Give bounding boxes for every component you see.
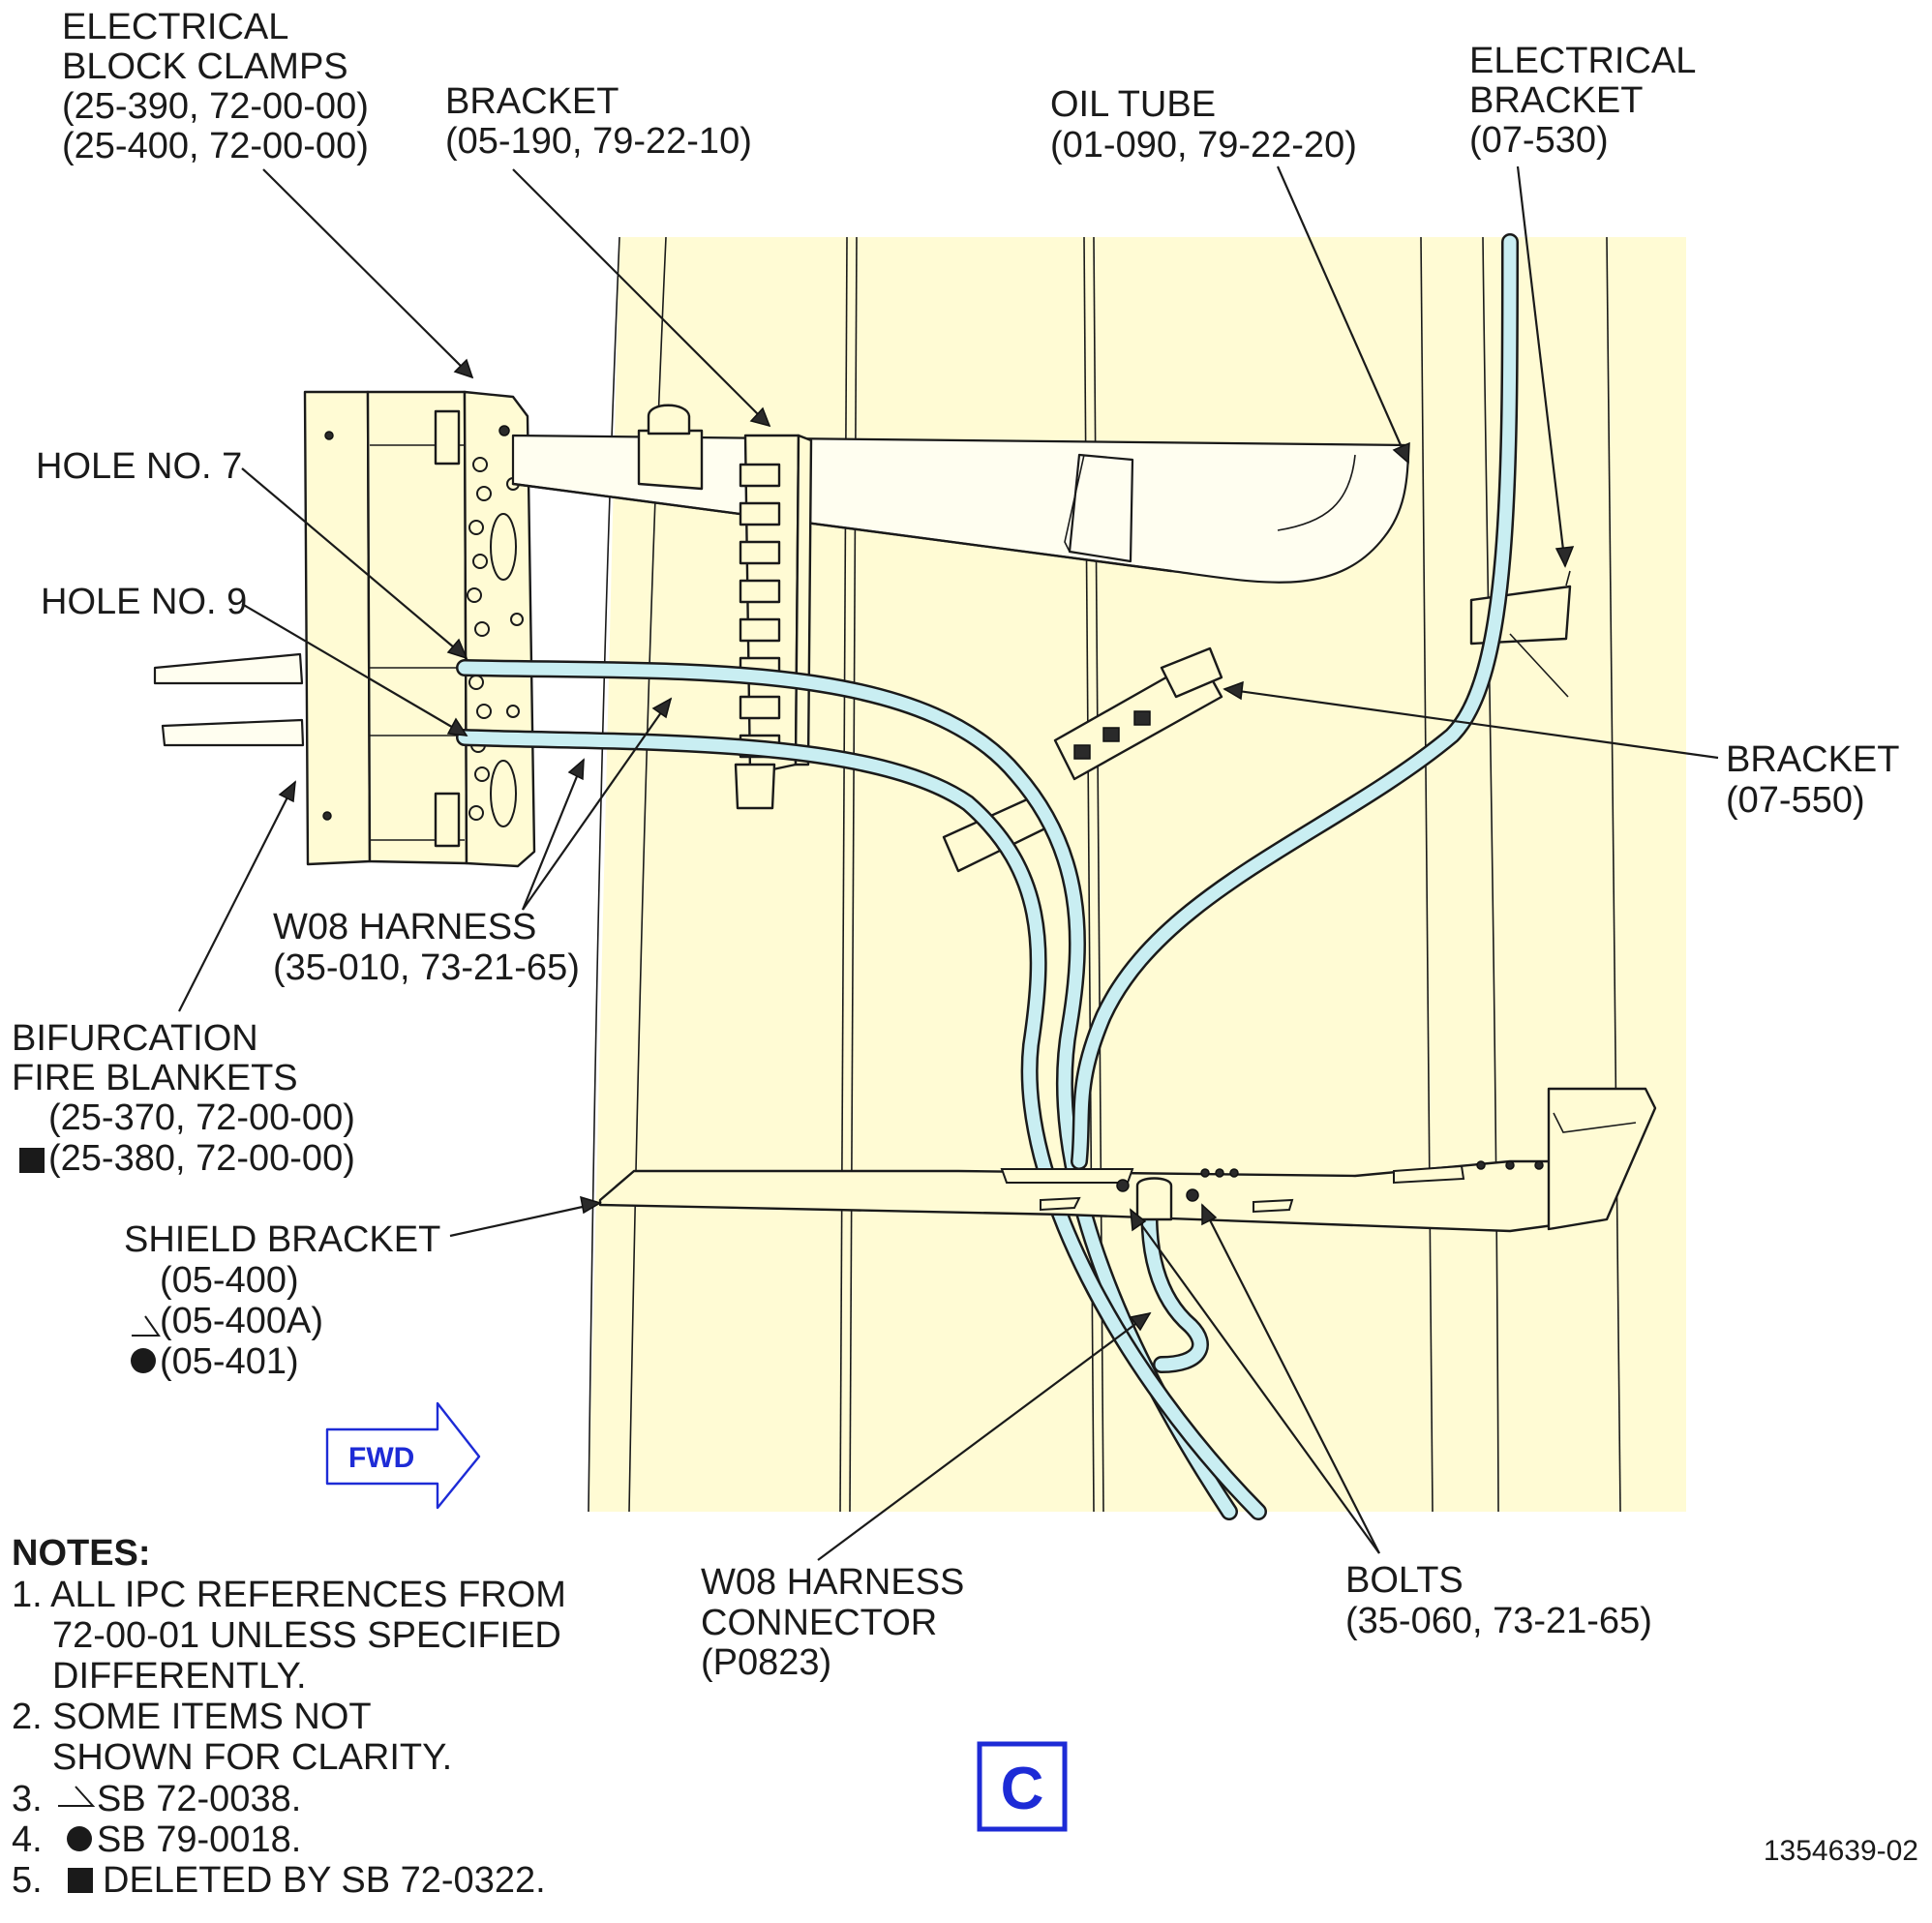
label-line: (01-090, 79-22-20) [1050, 125, 1357, 165]
label-line: BRACKET [445, 81, 619, 122]
arrow-right-icon [325, 1401, 481, 1510]
label-line: (05-190, 79-22-10) [445, 121, 752, 162]
label-line: BIFURCATION [12, 1018, 258, 1059]
triangle-flag-icon [132, 1315, 161, 1337]
callout-hole-no-7: HOLE NO. 7 [36, 446, 242, 487]
callout-bifurcation-fire-blankets: BIFURCATION FIRE BLANKETS (25-370, 72-00… [12, 1018, 355, 1179]
triangle-flag-icon [58, 1786, 96, 1807]
filled-square-icon [19, 1148, 45, 1173]
label-line: ELECTRICAL [1469, 41, 1696, 81]
notes-title: NOTES: [12, 1533, 151, 1574]
label-line: (05-400) [160, 1260, 299, 1301]
label-line: FIRE BLANKETS [12, 1058, 298, 1098]
label-line: (35-060, 73-21-65) [1345, 1601, 1652, 1641]
note-line: SB 79-0018. [97, 1819, 301, 1860]
label-line: ELECTRICAL [62, 7, 288, 47]
label-line: BOLTS [1345, 1560, 1464, 1601]
electrical-block-clamps [303, 390, 536, 868]
label-line: W08 HARNESS [701, 1562, 964, 1603]
label-line: (25-390, 72-00-00) [62, 86, 369, 127]
label-line: (25-370, 72-00-00) [48, 1097, 355, 1138]
forward-arrow: FWD [325, 1401, 481, 1510]
note-line: DELETED BY SB 72-0322. [103, 1860, 546, 1901]
label-line: (25-400, 72-00-00) [62, 126, 369, 166]
callout-shield-bracket: SHIELD BRACKET (05-400) (05-400A) (05-40… [124, 1219, 440, 1382]
label-line: (05-400A) [160, 1301, 323, 1341]
note-line: 1. ALL IPC REFERENCES FROM [12, 1575, 566, 1615]
callout-w08-harness: W08 HARNESS (35-010, 73-21-65) [273, 907, 580, 988]
filled-circle-icon [67, 1826, 92, 1851]
view-letter: C [1001, 1756, 1044, 1822]
label-line: (25-380, 72-00-00) [48, 1138, 355, 1179]
label-line: BRACKET [1726, 739, 1899, 780]
filled-square-icon [68, 1868, 93, 1893]
note-line: DIFFERENTLY. [52, 1656, 307, 1697]
fwd-label: FWD [348, 1442, 414, 1474]
note-line: 5. [12, 1860, 43, 1901]
callout-bracket-07-550: BRACKET (07-550) [1726, 739, 1899, 821]
callout-electrical-block-clamps: ELECTRICAL BLOCK CLAMPS (25-390, 72-00-0… [62, 7, 369, 166]
view-indicator: C [977, 1741, 1068, 1832]
callout-electrical-bracket-07-530: ELECTRICAL BRACKET (07-530) [1469, 41, 1696, 161]
w08-harness [456, 233, 1519, 1520]
callout-bracket-05-190: BRACKET (05-190, 79-22-10) [445, 81, 752, 162]
notes-block: NOTES: 1. ALL IPC REFERENCES FROM 72-00-… [12, 1533, 566, 1901]
label-line: BLOCK CLAMPS [62, 46, 348, 87]
label-line: (P0823) [701, 1642, 831, 1683]
note-line: SB 72-0038. [97, 1779, 301, 1819]
fire-blanket-straps [153, 652, 305, 747]
label-line: (35-010, 73-21-65) [273, 947, 580, 988]
figure-number: 1354639-02 [1764, 1835, 1918, 1867]
label-line: BRACKET [1469, 80, 1643, 121]
label-line: W08 HARNESS [273, 907, 536, 947]
callout-bolts: BOLTS (35-060, 73-21-65) [1345, 1560, 1652, 1641]
label-line: CONNECTOR [701, 1603, 937, 1643]
callout-oil-tube: OIL TUBE (01-090, 79-22-20) [1050, 84, 1357, 165]
oil-tube [511, 404, 1410, 584]
note-line: 2. SOME ITEMS NOT [12, 1697, 372, 1737]
leader-lines [178, 165, 1719, 1561]
callout-hole-no-9: HOLE NO. 9 [41, 582, 247, 622]
note-line: 72-00-01 UNLESS SPECIFIED [52, 1615, 561, 1656]
filled-circle-icon [131, 1348, 156, 1373]
label-line: OIL TUBE [1050, 84, 1216, 125]
note-line: 4. [12, 1819, 43, 1860]
label-line: SHIELD BRACKET [124, 1219, 440, 1260]
shield-bracket [598, 1087, 1657, 1233]
label-line: (05-401) [160, 1341, 299, 1382]
callout-w08-harness-connector: W08 HARNESS CONNECTOR (P0823) [701, 1562, 964, 1683]
note-line: SHOWN FOR CLARITY. [52, 1737, 452, 1778]
note-line: 3. [12, 1779, 43, 1819]
label-line: (07-530) [1469, 120, 1609, 161]
view-box [977, 1741, 1068, 1832]
label-line: (07-550) [1726, 780, 1865, 821]
